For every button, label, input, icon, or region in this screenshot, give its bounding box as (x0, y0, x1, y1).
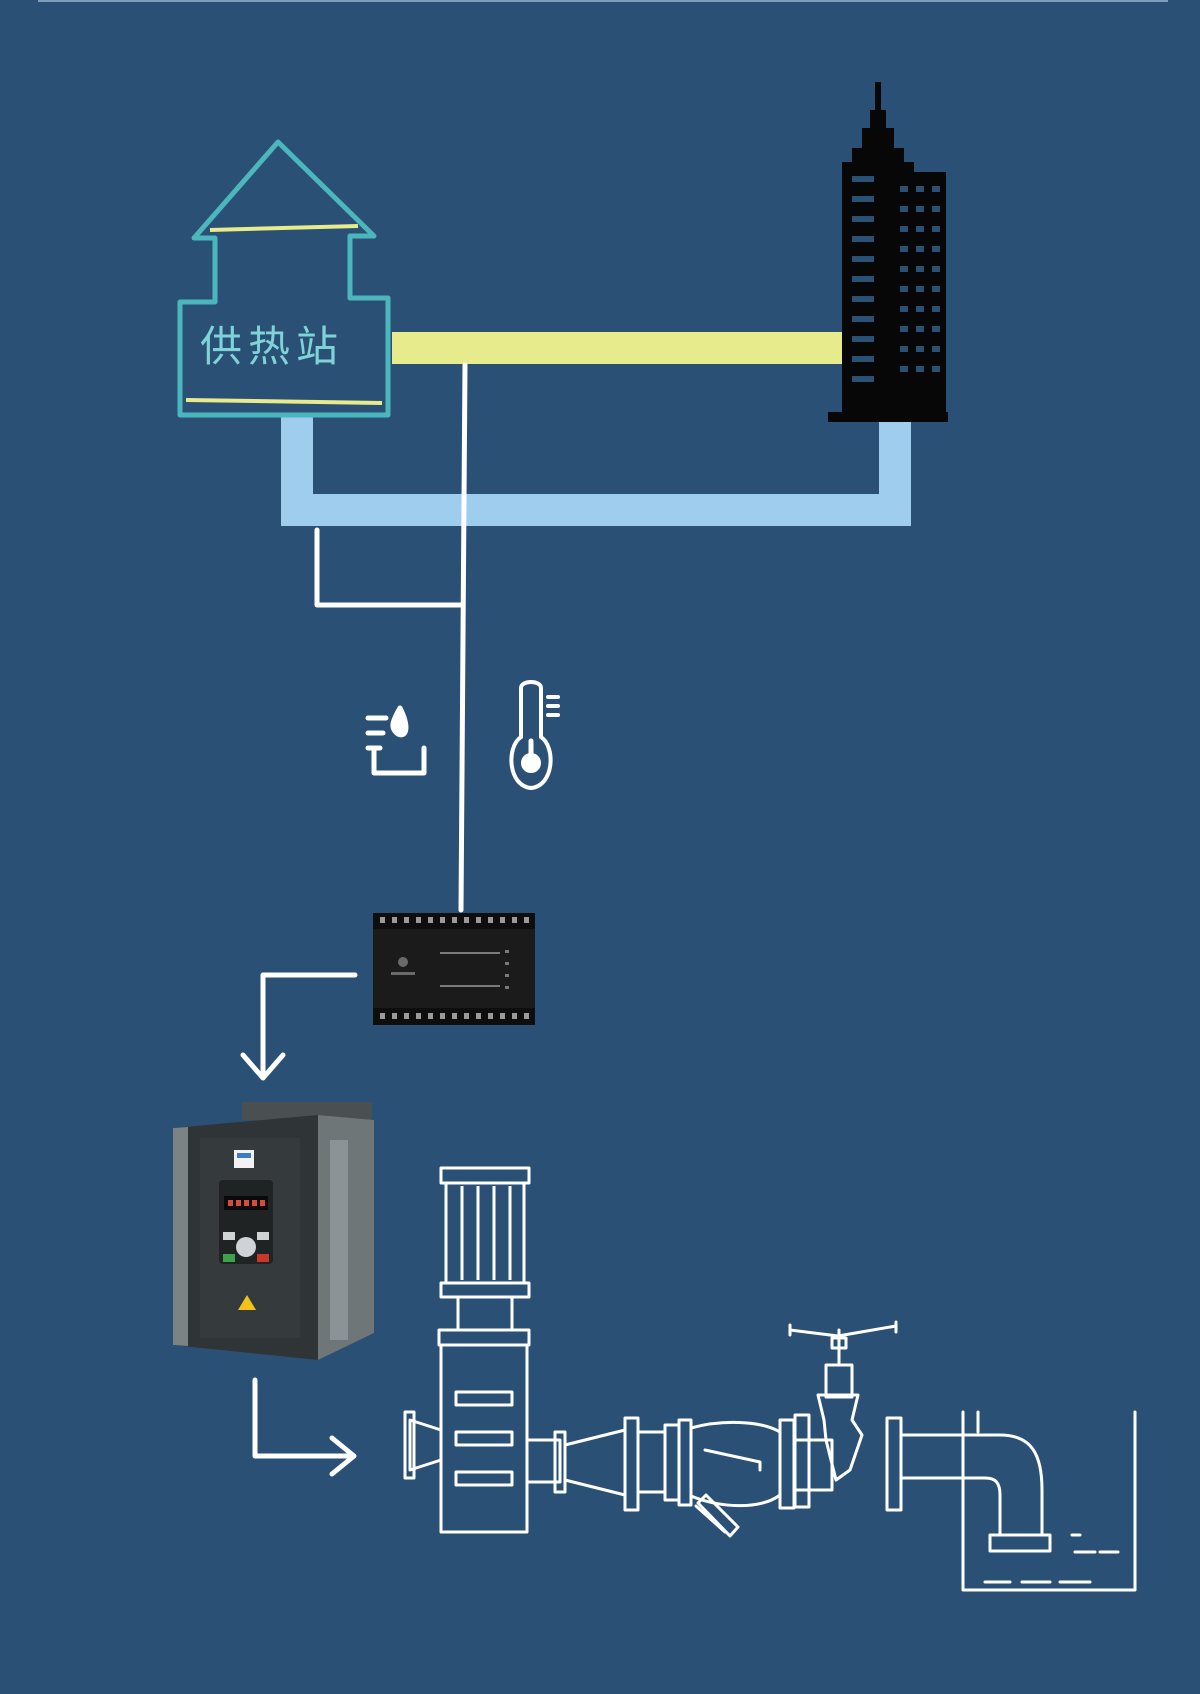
pump-motor (403, 1166, 562, 1534)
building-icon (828, 82, 948, 422)
plc-controller (373, 913, 535, 1025)
return-pipe (281, 415, 911, 526)
top-rule (38, 0, 1168, 2)
frequency-inverter (173, 1102, 374, 1360)
signal-lines (240, 362, 468, 1477)
station-label: 供热站 (200, 322, 344, 371)
pipe-valve-system (553, 1320, 1137, 1592)
pressure-icon (365, 705, 427, 776)
thermometer-icon (509, 680, 560, 791)
heating-station: 供热站 (177, 139, 391, 418)
supply-pipe (392, 332, 847, 364)
